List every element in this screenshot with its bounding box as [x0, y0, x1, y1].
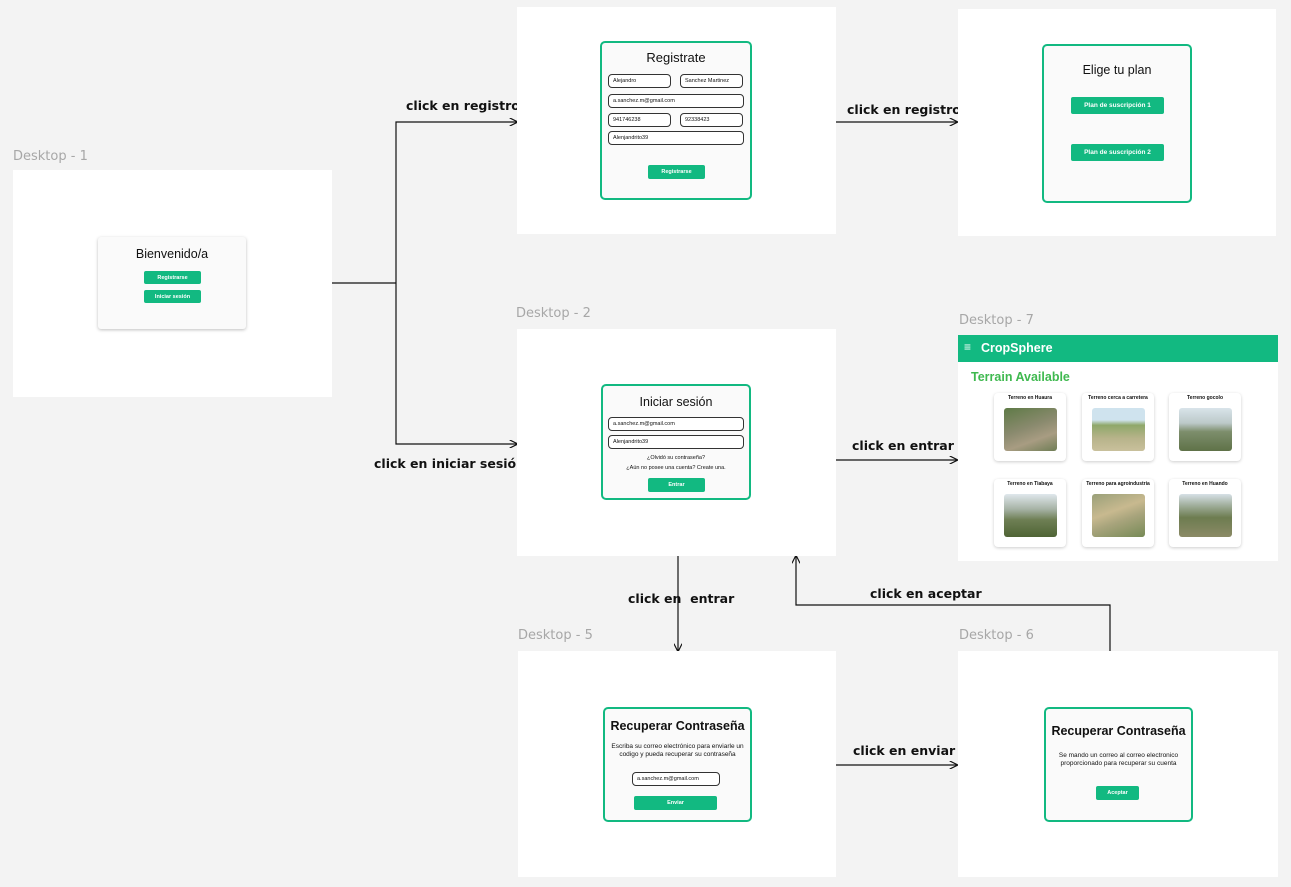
terrain-heading: Terrain Available: [971, 370, 1070, 384]
register-submit-button[interactable]: Registrarse: [648, 165, 705, 179]
terrain-card[interactable]: Terreno para agroindustria: [1082, 479, 1154, 547]
password-field[interactable]: Alenjandrito39: [608, 131, 744, 145]
terrain-photo: [1179, 408, 1232, 451]
login-title: Iniciar sesión: [639, 395, 713, 409]
menu-icon[interactable]: ≡: [964, 340, 972, 354]
register-card: Registrate Alejandro Sanchez Martinez a.…: [600, 41, 752, 200]
plan-title: Elige tu plan: [1082, 63, 1152, 77]
connector-d1-to-d2: [395, 283, 517, 444]
frame-desktop-7: ≡ CropSphere Terrain Available Terreno e…: [958, 335, 1278, 561]
terrain-card[interactable]: Terreno gocolo: [1169, 393, 1241, 461]
connector-label-reg-from-d1: click en registro: [406, 98, 520, 113]
accept-button[interactable]: Aceptar: [1096, 786, 1139, 800]
frame-desktop-5: Recuperar Contraseña Escriba su correo e…: [518, 651, 836, 877]
app-topbar: ≡ CropSphere: [958, 335, 1278, 362]
connector-d1-to-d3: [395, 122, 517, 283]
terrain-card-title: Terreno en Huaura: [1007, 395, 1053, 401]
terrain-card[interactable]: Terreno en Huando: [1169, 479, 1241, 547]
terrain-card[interactable]: Terreno en Huaura: [994, 393, 1066, 461]
terrain-photo: [1179, 494, 1232, 537]
terrain-card-title: Terreno para agroindustria: [1086, 481, 1150, 487]
plan-2-button[interactable]: Plan de suscripción 2: [1071, 144, 1164, 161]
frame-label-desktop-1: Desktop - 1: [13, 149, 88, 164]
connector-label-accept-to-d2: click en aceptar: [870, 586, 982, 601]
connector-d6-to-d2: [796, 556, 1111, 651]
brand-name: CropSphere: [981, 341, 1053, 355]
first-name-field[interactable]: Alejandro: [608, 74, 671, 88]
last-name-field[interactable]: Sanchez Martinez: [680, 74, 743, 88]
recover-confirm-title: Recuperar Contraseña: [1051, 724, 1186, 738]
terrain-card[interactable]: Terreno en Tiabaya: [994, 479, 1066, 547]
terrain-card-title: Terreno en Huando: [1182, 481, 1228, 487]
terrain-photo: [1092, 494, 1145, 537]
welcome-title: Bienvenido/a: [135, 247, 209, 261]
plan-card: Elige tu plan Plan de suscripción 1 Plan…: [1042, 44, 1192, 203]
register-button[interactable]: Registrarse: [144, 271, 201, 284]
terrain-photo: [1092, 408, 1145, 451]
recover-card: Recuperar Contraseña Escriba su correo e…: [603, 707, 752, 822]
create-account-link[interactable]: ¿Aún no posee una cuenta? Create una.: [626, 465, 726, 471]
phone-field[interactable]: 941746238: [608, 113, 671, 127]
frame-desktop-6: Recuperar Contraseña Se mando un correo …: [958, 651, 1278, 877]
welcome-card: Bienvenido/a Registrarse Iniciar sesión: [98, 237, 246, 329]
terrain-card[interactable]: Terreno cerca a carretera: [1082, 393, 1154, 461]
terrain-photo: [1004, 494, 1057, 537]
register-title: Registrate: [646, 50, 706, 65]
forgot-password-link[interactable]: ¿Olvidó su contraseña?: [646, 455, 706, 461]
connector-label-enter-to-d5: click en entrar: [628, 591, 735, 606]
recover-confirm-description: Se mando un correo al correo electronico…: [1058, 752, 1179, 767]
connector-label-enter-to-d7: click en entrar: [852, 438, 954, 453]
frame-desktop-plan: Elige tu plan Plan de suscripción 1 Plan…: [958, 9, 1276, 236]
frame-desktop-1: Bienvenido/a Registrarse Iniciar sesión: [13, 170, 332, 397]
frame-label-desktop-2: Desktop - 2: [516, 306, 591, 321]
login-card: Iniciar sesión a.sanchez.m@gmail.com Ale…: [601, 384, 751, 500]
recover-title: Recuperar Contraseña: [610, 719, 745, 733]
frame-label-desktop-6: Desktop - 6: [959, 628, 1034, 643]
recover-confirm-card: Recuperar Contraseña Se mando un correo …: [1044, 707, 1193, 822]
email-field[interactable]: a.sanchez.m@gmail.com: [608, 94, 744, 108]
recover-email-field[interactable]: a.sanchez.m@gmail.com: [632, 772, 720, 786]
terrain-photo: [1004, 408, 1057, 451]
phone-field-2[interactable]: 92338423: [680, 113, 743, 127]
connector-label-reg-to-plan: click en registro: [847, 102, 961, 117]
frame-desktop-register: Registrate Alejandro Sanchez Martinez a.…: [517, 7, 836, 234]
send-button[interactable]: Enviar: [634, 796, 717, 810]
terrain-card-title: Terreno cerca a carretera: [1088, 395, 1148, 401]
frame-desktop-2: Iniciar sesión a.sanchez.m@gmail.com Ale…: [517, 329, 836, 556]
login-email-field[interactable]: a.sanchez.m@gmail.com: [608, 417, 744, 431]
connector-label-send-to-d6: click en enviar: [853, 743, 956, 758]
recover-description: Escriba su correo electrónico para envia…: [611, 743, 744, 758]
frame-label-desktop-7: Desktop - 7: [959, 313, 1034, 328]
plan-1-button[interactable]: Plan de suscripción 1: [1071, 97, 1164, 114]
terrain-card-title: Terreno en Tiabaya: [1007, 481, 1053, 487]
login-button[interactable]: Iniciar sesión: [144, 290, 201, 303]
frame-label-desktop-5: Desktop - 5: [518, 628, 593, 643]
connector-label-login-from-d1: click en iniciar sesión: [374, 456, 526, 471]
terrain-card-title: Terreno gocolo: [1186, 395, 1224, 401]
login-password-field[interactable]: Alenjandrito39: [608, 435, 744, 449]
enter-button[interactable]: Entrar: [648, 478, 705, 492]
